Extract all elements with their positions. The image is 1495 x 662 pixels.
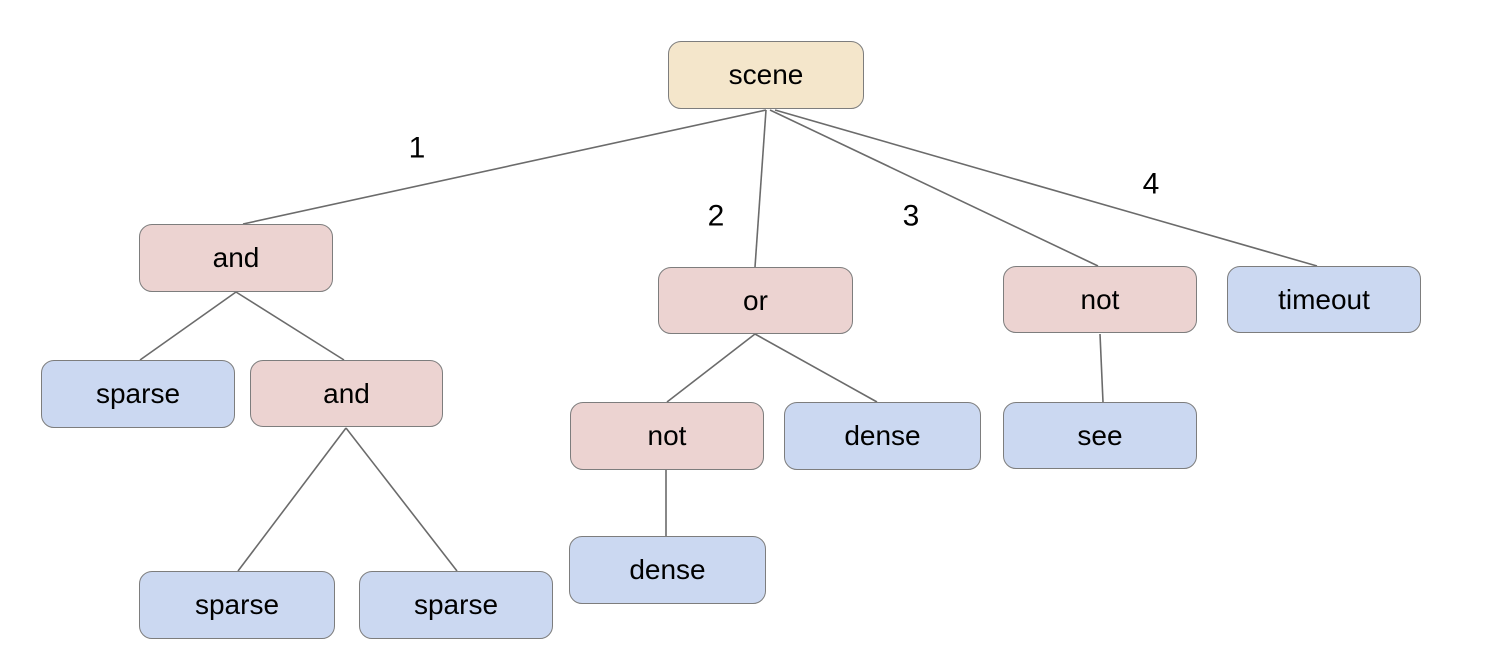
- edge-line-scene-to-timeout-1: [774, 109, 1318, 267]
- tree-node-sparse-3: sparse: [359, 571, 553, 639]
- edge-line-and-2-to-sparse-2: [237, 427, 347, 572]
- edge-line-and-1-to-sparse-1: [139, 291, 237, 361]
- edge-line-or-1-to-not-2: [666, 333, 756, 403]
- tree-node-and-2: and: [250, 360, 443, 427]
- tree-node-or-1: or: [658, 267, 853, 334]
- edge-label-4: 4: [1143, 168, 1160, 201]
- tree-node-see-1: see: [1003, 402, 1197, 469]
- tree-node-not-2: not: [570, 402, 764, 470]
- tree-node-and-1: and: [139, 224, 333, 292]
- tree-node-sparse-2: sparse: [139, 571, 335, 639]
- edge-label-3: 3: [903, 200, 920, 233]
- tree-node-not-1: not: [1003, 266, 1197, 333]
- edge-line-scene-to-or-1: [754, 109, 767, 268]
- tree-node-dense-1: dense: [784, 402, 981, 470]
- tree-node-timeout-1: timeout: [1227, 266, 1421, 333]
- edge-label-2: 2: [708, 200, 725, 233]
- edge-line-and-2-to-sparse-3: [345, 427, 458, 572]
- tree-node-scene: scene: [668, 41, 864, 109]
- edge-line-or-1-to-dense-1: [754, 333, 878, 403]
- edge-line-scene-to-and-1: [242, 109, 767, 225]
- tree-node-dense-2: dense: [569, 536, 766, 604]
- edge-line-and-1-to-and-2: [235, 291, 345, 361]
- edge-label-1: 1: [409, 132, 426, 165]
- edge-line-scene-to-not-1: [769, 109, 1099, 267]
- tree-node-sparse-1: sparse: [41, 360, 235, 428]
- edge-line-not-1-to-see-1: [1099, 333, 1104, 403]
